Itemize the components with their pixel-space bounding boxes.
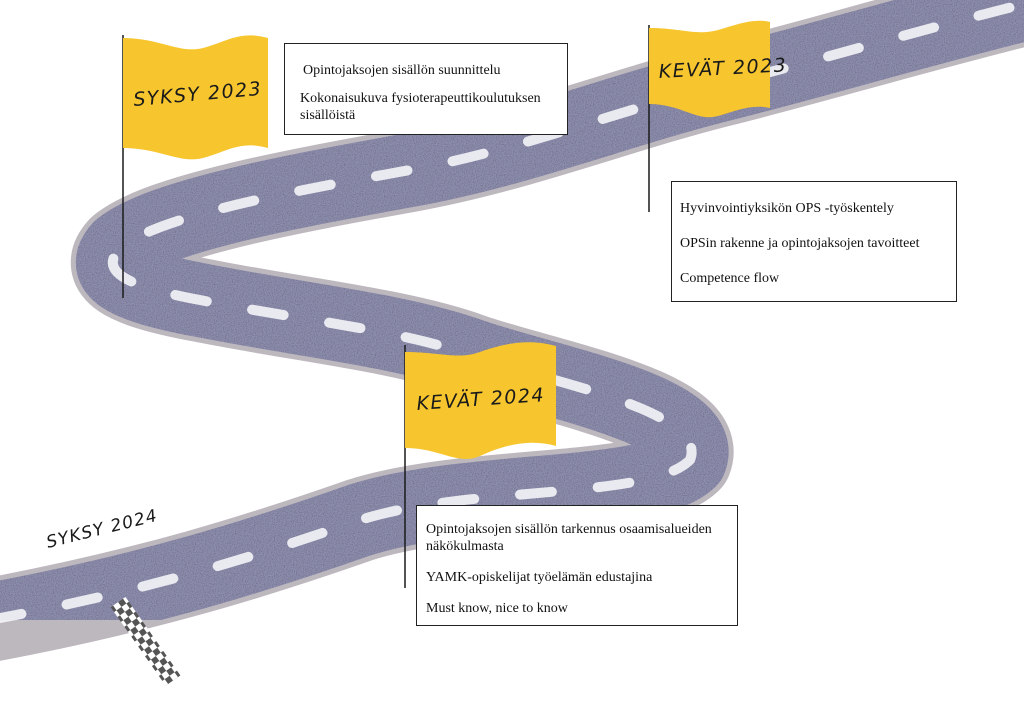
milestone-item: Competence flow [680,271,780,286]
flag-kevat-2024: KEVÄT 2024 [404,342,556,588]
flag-kevat-2023: KEVÄT 2023 [648,20,788,212]
milestone-item: Opintojaksojen sisällön suunnittelu [303,63,501,78]
milestone-item: Opintojaksojen sisällön tarkennus osaami… [426,522,712,554]
flag-banner [405,342,556,460]
milestone-box-kevat-2023: Hyvinvointiyksikön OPS -työskentely OPSi… [671,181,957,302]
flag-syksy-2023: SYKSY 2023 [122,35,268,298]
milestone-item: Kokonaisukuva fysioterapeuttikoulutuksen… [300,91,541,123]
flag-banner [123,35,268,160]
milestone-item: Hyvinvointiyksikön OPS -työskentely [680,201,894,216]
milestone-box-syksy-2023: Opintojaksojen sisällön suunnittelu Koko… [284,43,568,135]
flag-banner [649,20,770,118]
milestone-item: OPSin rakenne ja opintojaksojen tavoitte… [680,236,920,251]
checkered-finish-line-icon [110,596,181,686]
milestone-box-kevat-2024: Opintojaksojen sisällön tarkennus osaami… [416,505,738,626]
milestone-item: YAMK-opiskelijat työelämän edustajina [426,570,653,585]
milestone-item: Must know, nice to know [426,601,568,616]
